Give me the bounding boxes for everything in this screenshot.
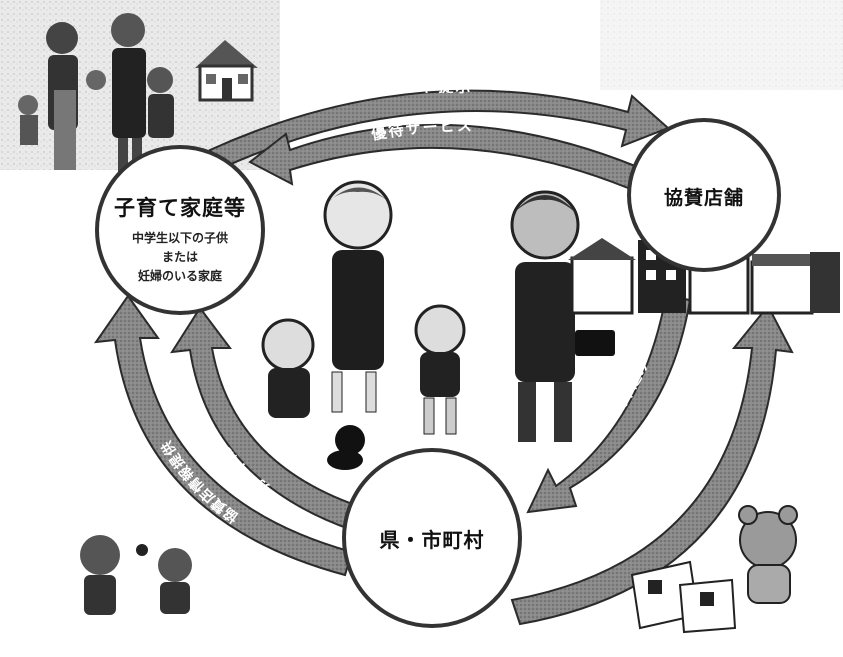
family-node-desc-line2: または <box>161 250 198 264</box>
kids-illustration <box>80 535 192 615</box>
family-node-desc-line3: 妊婦のいる家庭 <box>137 269 222 283</box>
family-node-title: 子育て家庭等 <box>114 196 246 220</box>
label-card-present: カード提示 <box>386 78 470 98</box>
svg-text:カード提示: カード提示 <box>386 78 472 98</box>
center-family-illustration <box>261 180 615 470</box>
arrow-special-service <box>248 123 642 190</box>
node-family <box>95 145 265 315</box>
arrow-card-present <box>208 89 670 170</box>
node-store <box>627 118 781 272</box>
bear-illustration <box>738 505 798 604</box>
arrow-sponsor-application <box>526 294 692 514</box>
family-node-desc-line1: 中学生以下の子供 <box>131 231 228 245</box>
sticker-sheets-illustration <box>630 560 737 634</box>
store-node-title: 協賛店舗 <box>663 187 744 209</box>
government-node-title: 県・市町村 <box>379 528 485 552</box>
house-icon <box>195 40 258 102</box>
node-government <box>342 448 522 628</box>
